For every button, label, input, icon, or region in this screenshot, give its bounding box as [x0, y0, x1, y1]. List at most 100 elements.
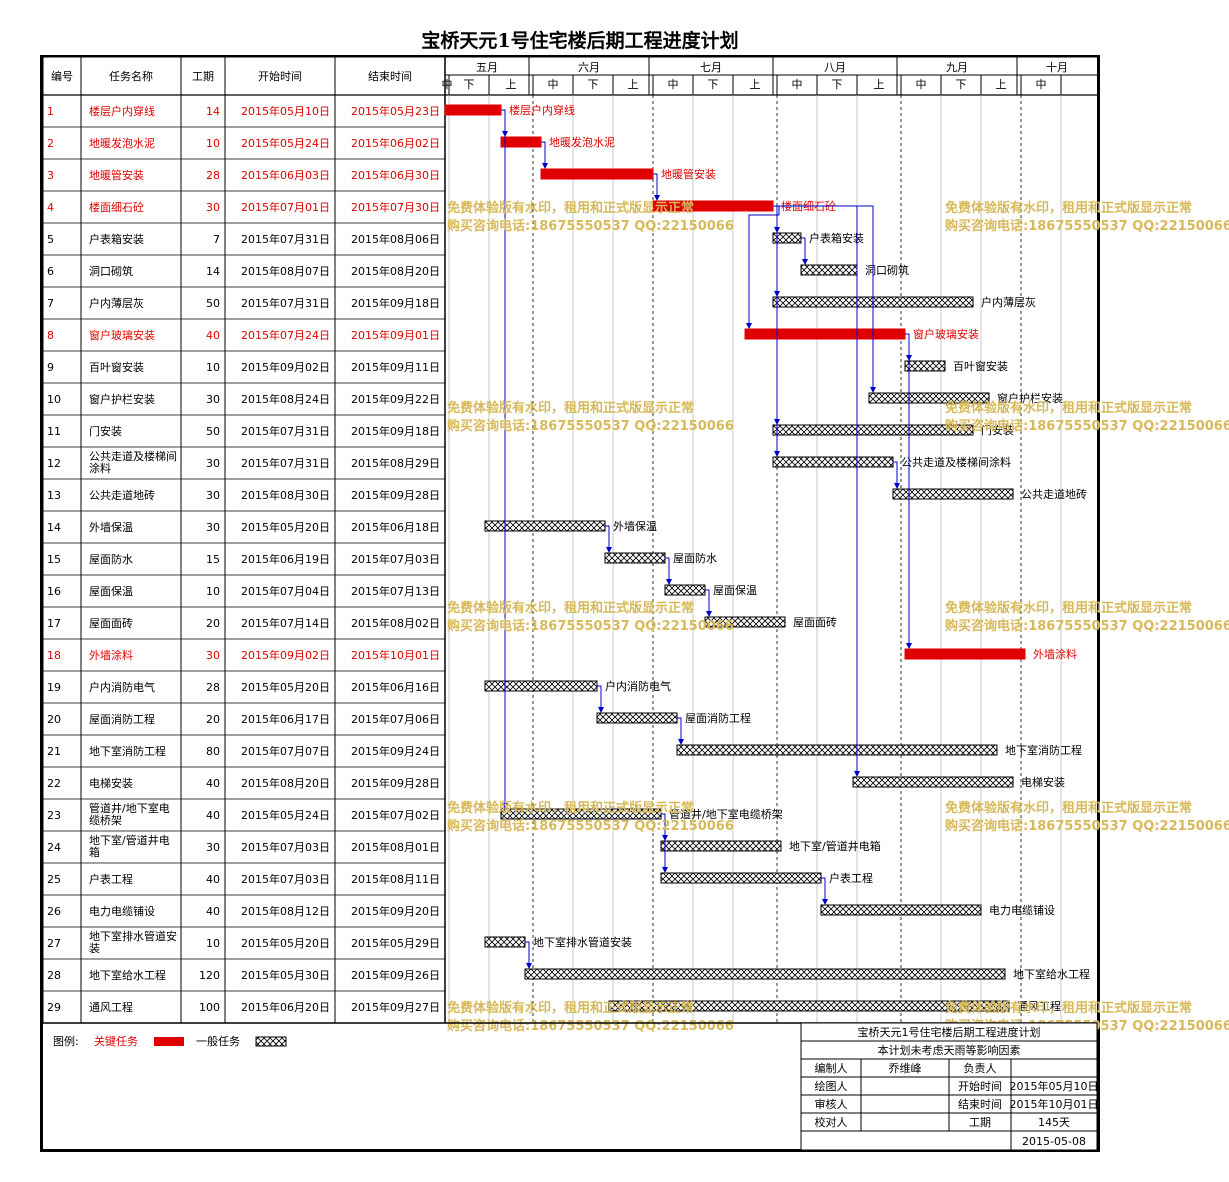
info-cell: 145天	[1038, 1116, 1070, 1129]
dependency-link	[541, 141, 546, 168]
bar-label: 屋面保温	[713, 583, 757, 597]
task-name: 门安装	[89, 424, 122, 438]
task-name: 公共走道及楼梯间	[89, 449, 177, 463]
link-arrowhead	[678, 739, 684, 745]
task-id: 14	[47, 521, 61, 534]
task-duration: 40	[206, 905, 220, 918]
task-end: 2015年07月30日	[351, 200, 440, 214]
period-label: 上	[750, 78, 761, 91]
bar-label: 洞口砌筑	[865, 263, 909, 277]
task-id: 13	[47, 489, 61, 502]
period-label: 上	[628, 78, 639, 91]
task-bar	[664, 584, 706, 596]
dependency-link	[905, 333, 910, 648]
task-duration: 30	[206, 393, 220, 406]
task-end: 2015年08月20日	[351, 264, 440, 278]
task-name: 楼面细石砼	[89, 200, 144, 214]
task-id: 23	[47, 809, 61, 822]
task-name: 地下室/管道井电	[89, 833, 170, 847]
task-id: 27	[47, 937, 61, 950]
period-label: 中	[916, 78, 927, 91]
task-start: 2015年08月12日	[241, 904, 330, 918]
task-duration: 10	[206, 937, 220, 950]
dependency-link	[773, 205, 778, 296]
task-end: 2015年08月06日	[351, 232, 440, 246]
header-name: 任务名称	[109, 69, 153, 83]
task-end: 2015年06月02日	[351, 136, 440, 150]
task-name: 户表工程	[89, 872, 133, 886]
task-duration: 14	[206, 265, 220, 278]
task-start: 2015年08月30日	[241, 488, 330, 502]
task-duration: 30	[206, 841, 220, 854]
bar-label: 门安装	[981, 423, 1014, 437]
task-id: 17	[47, 617, 61, 630]
task-duration: 40	[206, 873, 220, 886]
task-end: 2015年08月01日	[351, 840, 440, 854]
task-bar	[820, 904, 982, 916]
task-end: 2015年09月01日	[351, 328, 440, 342]
dependency-link	[893, 461, 898, 488]
critical-task-bar	[444, 104, 502, 116]
header-start: 开始时间	[258, 69, 302, 83]
month-label: 九月	[946, 61, 968, 74]
watermark-text: 免费体验版有水印，租用和正式版显示正常	[945, 1000, 1192, 1016]
dependency-link	[525, 941, 530, 968]
task-start: 2015年08月20日	[241, 776, 330, 790]
task-id: 11	[47, 425, 61, 438]
task-duration: 15	[206, 553, 220, 566]
task-end: 2015年09月24日	[351, 744, 440, 758]
bar-label: 地下室/管道井电箱	[789, 839, 881, 853]
task-end: 2015年09月11日	[351, 360, 440, 374]
task-name: 电力电缆铺设	[89, 905, 155, 918]
link-arrowhead	[706, 611, 712, 617]
task-end: 2015年08月29日	[351, 456, 440, 470]
period-label: 中	[442, 78, 453, 91]
month-label: 七月	[700, 61, 722, 74]
task-duration: 40	[206, 809, 220, 822]
dependency-link	[677, 717, 682, 744]
watermark-text: 购买咨询电话:18675550537 QQ:22150066	[447, 218, 734, 234]
task-bar	[596, 712, 678, 724]
task-id: 22	[47, 777, 61, 790]
legend-critical-label: 关键任务	[94, 1034, 138, 1048]
task-duration: 30	[206, 489, 220, 502]
link-arrowhead	[654, 195, 660, 201]
task-start: 2015年06月17日	[241, 712, 330, 726]
link-arrowhead	[774, 451, 780, 457]
link-arrowhead	[526, 963, 532, 969]
link-arrowhead	[854, 771, 860, 777]
dependency-link	[773, 205, 858, 776]
bar-label: 屋面面砖	[793, 615, 837, 629]
task-id: 18	[47, 649, 61, 662]
task-id: 29	[47, 1001, 61, 1014]
task-bar	[524, 968, 1006, 980]
task-bar	[800, 264, 858, 276]
task-duration: 30	[206, 201, 220, 214]
task-name: 外墙保温	[89, 520, 133, 534]
task-bar	[892, 488, 1014, 500]
task-id: 9	[47, 361, 54, 374]
task-end: 2015年07月02日	[351, 808, 440, 822]
task-name: 户表箱安装	[89, 232, 144, 246]
info-note: 本计划未考虑天雨等影响因素	[878, 1043, 1021, 1057]
link-arrowhead	[746, 323, 752, 329]
task-duration: 40	[206, 329, 220, 342]
task-end: 2015年09月18日	[351, 296, 440, 310]
task-name: 屋面消防工程	[89, 712, 155, 726]
bar-label: 户内消防电气	[605, 679, 671, 693]
link-arrowhead	[802, 259, 808, 265]
dependency-link	[748, 205, 780, 328]
task-bar	[484, 936, 526, 948]
task-duration: 14	[206, 105, 220, 118]
task-start: 2015年07月01日	[241, 200, 330, 214]
watermark-text: 免费体验版有水印，租用和正式版显示正常	[945, 800, 1192, 816]
task-end: 2015年07月06日	[351, 712, 440, 726]
task-start: 2015年05月24日	[241, 136, 330, 150]
task-name: 管道井/地下室电	[89, 801, 170, 815]
